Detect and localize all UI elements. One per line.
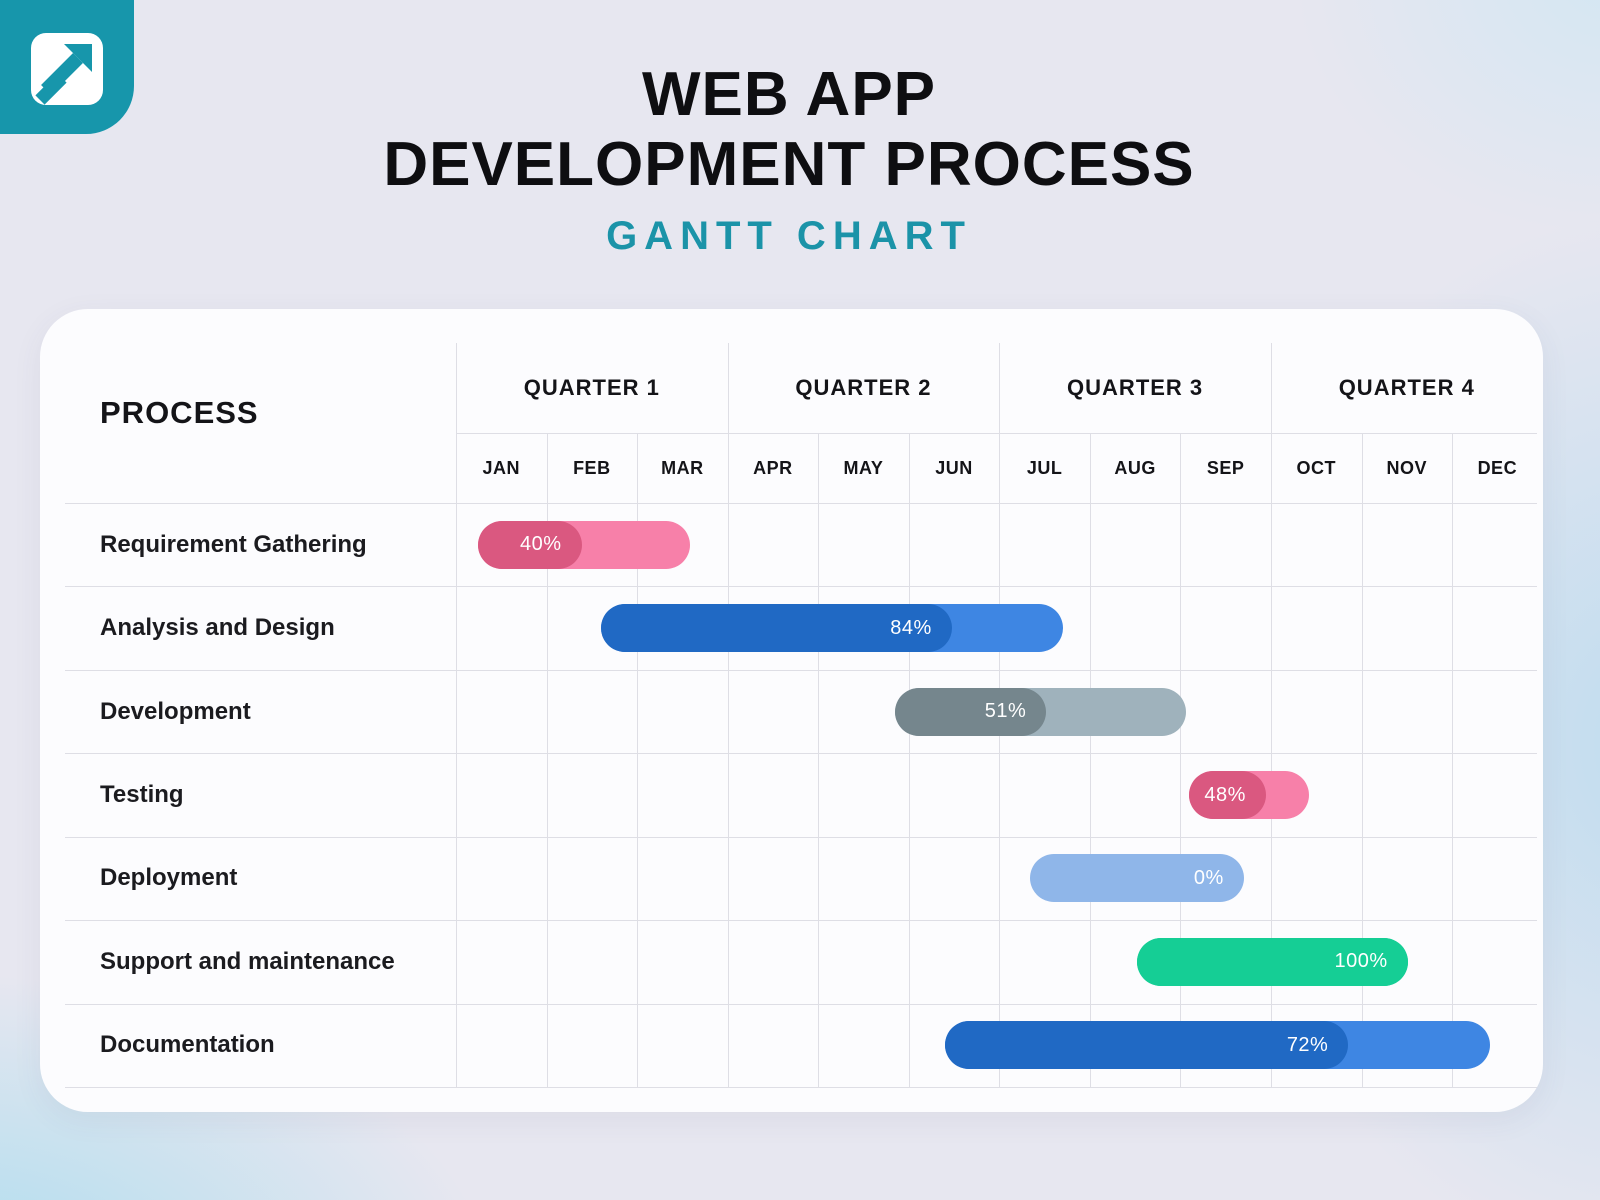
progress-label: 0% (1193, 866, 1224, 889)
gridline-vertical (456, 343, 457, 1087)
gridline-vertical (1361, 433, 1363, 1087)
task-label: Requirement Gathering (100, 530, 367, 558)
task-bar: 51% (895, 687, 1186, 736)
task-progress: 72% (944, 1021, 1349, 1070)
gridline-vertical (1452, 433, 1454, 1087)
task-bar: 84% (600, 604, 1063, 653)
task-progress: 100% (1136, 937, 1408, 986)
progress-label: 51% (984, 700, 1027, 723)
gridline-vertical (727, 343, 729, 1087)
progress-label: 48% (1204, 783, 1246, 806)
month-header-cell: JUL (1026, 457, 1063, 478)
arrow-slash-icon (31, 33, 103, 110)
process-column-header: PROCESS (100, 395, 259, 430)
month-header-cell: NOV (1386, 457, 1428, 478)
month-header-cell: APR (753, 457, 793, 478)
progress-label: 72% (1286, 1033, 1329, 1056)
gridline-vertical (818, 433, 820, 1087)
task-bar: 48% (1189, 771, 1309, 819)
task-bar: 100% (1136, 937, 1408, 986)
task-label: Support and maintenance (100, 947, 395, 975)
task-label: Deployment (100, 864, 238, 892)
gridline-vertical (908, 433, 910, 1087)
task-label: Documentation (100, 1031, 275, 1059)
task-progress: 51% (895, 687, 1047, 736)
gridline-horizontal (65, 753, 1537, 755)
task-progress: 84% (600, 604, 952, 653)
month-header-cell: SEP (1206, 457, 1245, 478)
gridline-vertical (1089, 433, 1091, 1087)
month-header-cell: AUG (1114, 457, 1156, 478)
brand-logo (0, 0, 134, 134)
task-label: Analysis and Design (100, 614, 335, 642)
month-header-cell: MAR (661, 457, 704, 478)
gridline-horizontal (65, 836, 1537, 838)
month-header-cell: JAN (482, 457, 521, 478)
task-progress: 48% (1189, 771, 1266, 819)
gridline-horizontal (65, 503, 1537, 504)
gridline-horizontal (456, 433, 1537, 434)
month-header-cell: JUN (935, 457, 973, 478)
gridline-horizontal (65, 669, 1537, 671)
page-title-line2: DEVELOPMENT PROCESS (383, 130, 1195, 199)
gridline-vertical (546, 433, 548, 1087)
task-progress: 40% (477, 520, 582, 569)
month-header-cell: FEB (573, 457, 611, 478)
task-label: Testing (100, 780, 184, 808)
gridline-vertical (1270, 343, 1272, 1087)
gridline-vertical (637, 433, 639, 1087)
task-bar: 0% (1030, 854, 1244, 903)
gridline-vertical (1180, 433, 1182, 1087)
quarter-header-cell: QUARTER 4 (1338, 375, 1475, 400)
month-header-cell: MAY (843, 457, 884, 478)
page-subtitle: GANTT CHART (606, 214, 972, 258)
gridline-horizontal (65, 586, 1537, 588)
gridline-horizontal (65, 920, 1537, 922)
progress-label: 84% (890, 616, 932, 639)
progress-label: 100% (1334, 950, 1388, 973)
month-header-cell: DEC (1477, 457, 1518, 478)
gridline-horizontal (65, 1087, 1537, 1088)
gridline-horizontal (65, 1003, 1537, 1005)
task-bar: 72% (944, 1021, 1491, 1070)
quarter-header-cell: QUARTER 1 (523, 375, 660, 400)
progress-label: 40% (520, 533, 562, 556)
quarter-header-cell: QUARTER 2 (795, 375, 932, 400)
quarter-header-cell: QUARTER 3 (1067, 375, 1204, 400)
month-header-cell: OCT (1296, 457, 1336, 478)
gantt-chart-card: PROCESS QUARTER 1 QUARTER 2 QUARTER 3 QUART… (40, 309, 1543, 1112)
task-bar: 40% (477, 520, 690, 569)
page-title-line1: WEB APP (641, 60, 937, 129)
task-label: Development (100, 697, 251, 725)
title-block: WEB APP DEVELOPMENT PROCESS GANTT CHART (0, 60, 1578, 259)
